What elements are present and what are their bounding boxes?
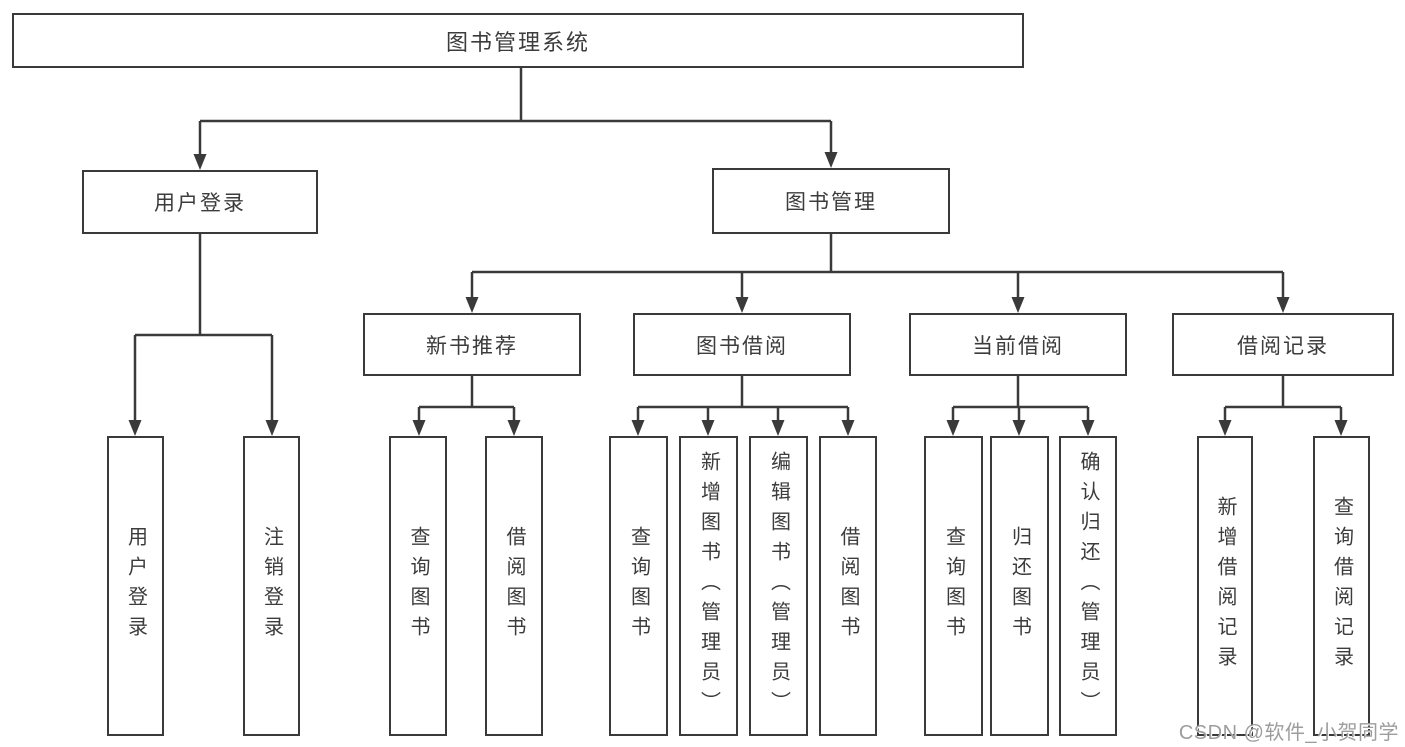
connector-book-management-to-level3 [465,234,1290,313]
node-borrow-records-label: 借阅记录 [1237,334,1329,358]
node-library-system: 图书管理系统 [12,13,1024,68]
node-new-book-recommend: 新书推荐 [363,313,581,376]
connector-root-to-level2 [193,67,838,170]
connector-current-borrow-to-leaves [946,376,1095,436]
leaf-cb-confirm-return-admin-label: 确认归还（管理员） [1077,451,1099,721]
leaf-bb-borrow-book-label: 借阅图书 [837,526,859,646]
node-library-system-label: 图书管理系统 [445,29,590,55]
leaf-bb-add-book-admin-label: 新增图书（管理员） [697,451,720,721]
leaf-cb-query-book: 查询图书 [924,436,983,736]
leaf-bb-edit-book-admin-label: 编辑图书（管理员） [767,451,790,721]
node-current-borrow: 当前借阅 [909,313,1127,376]
leaf-bb-borrow-book: 借阅图书 [819,436,877,736]
leaf-br-add-record-label: 新增借阅记录 [1214,496,1236,676]
leaf-br-add-record: 新增借阅记录 [1197,436,1253,736]
leaf-bb-edit-book-admin: 编辑图书（管理员） [749,436,808,736]
leaf-bb-query-book-label: 查询图书 [627,526,650,646]
leaf-nb-borrow-book-label: 借阅图书 [503,526,525,646]
node-book-management-label: 图书管理 [785,191,877,214]
connector-user-login-to-leaves [128,234,279,436]
leaf-br-query-record-label: 查询借阅记录 [1330,496,1353,676]
connector-book-borrow-to-leaves [631,376,855,436]
node-user-login: 用户登录 [82,170,318,234]
leaf-user-login-label: 用户登录 [124,526,147,646]
leaf-nb-query-book: 查询图书 [389,436,447,736]
node-user-login-label: 用户登录 [154,192,246,215]
node-book-management: 图书管理 [712,168,950,234]
node-current-borrow-label: 当前借阅 [972,334,1064,358]
node-new-book-recommend-label: 新书推荐 [426,334,518,358]
leaf-nb-borrow-book: 借阅图书 [485,436,543,736]
leaf-logout-label: 注销登录 [260,526,283,646]
leaf-br-query-record: 查询借阅记录 [1313,436,1370,736]
leaf-cb-confirm-return-admin: 确认归还（管理员） [1059,436,1117,736]
leaf-bb-add-book-admin: 新增图书（管理员） [679,436,738,736]
node-book-borrow-label: 图书借阅 [696,334,788,358]
node-book-borrow: 图书借阅 [633,313,851,376]
node-borrow-records: 借阅记录 [1172,313,1394,376]
leaf-bb-query-book: 查询图书 [609,436,668,736]
leaf-cb-return-book-label: 归还图书 [1008,526,1031,646]
watermark: CSDN @软件_小贺同学 [1178,722,1399,744]
leaf-logout: 注销登录 [243,436,300,736]
connector-new-book-recommend-to-leaves [412,376,521,436]
leaf-cb-return-book: 归还图书 [990,436,1049,736]
leaf-nb-query-book-label: 查询图书 [407,526,429,646]
leaf-cb-query-book-label: 查询图书 [942,526,965,646]
leaf-user-login: 用户登录 [107,436,164,736]
connector-borrow-records-to-leaves [1218,374,1348,436]
